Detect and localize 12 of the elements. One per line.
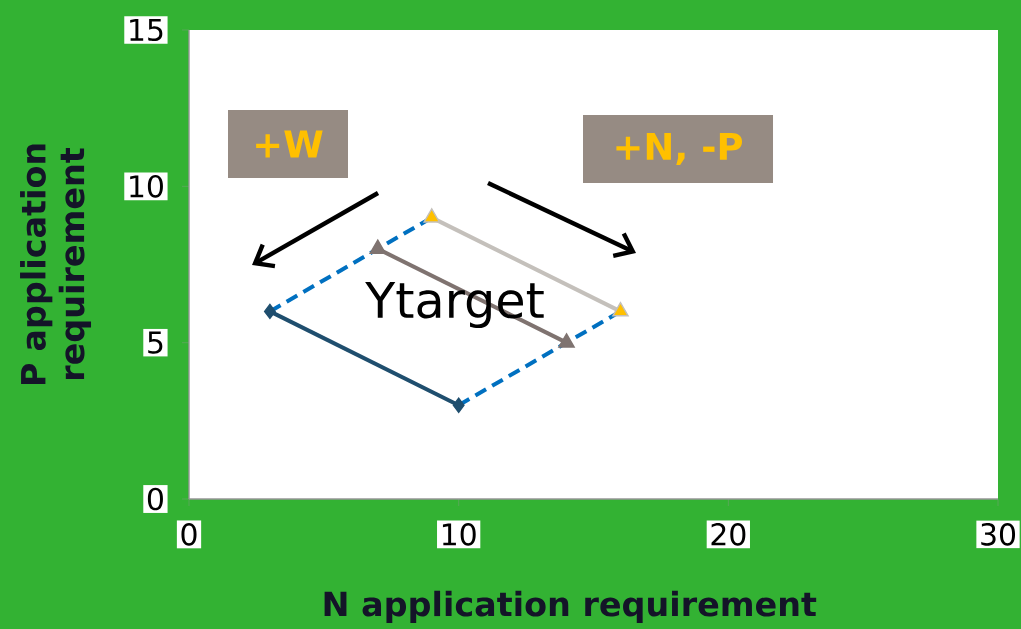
x-axis-title: N application requirement: [324, 590, 817, 624]
y-tick-label: 15: [130, 18, 163, 42]
x-tick-label: 0: [181, 523, 197, 546]
x-tick-label: 30: [981, 523, 1016, 546]
label-box: +W: [228, 110, 348, 178]
y-tick-label: 0: [147, 487, 163, 511]
y-tick-label: 10: [130, 175, 163, 198]
x-tick-label: 10: [442, 523, 476, 546]
y-tick-label: 5: [148, 331, 163, 354]
label-box: +N, -P: [583, 115, 773, 183]
x-tick-label: 20: [711, 523, 746, 546]
y-axis-title: P application requirement: [20, 144, 92, 385]
